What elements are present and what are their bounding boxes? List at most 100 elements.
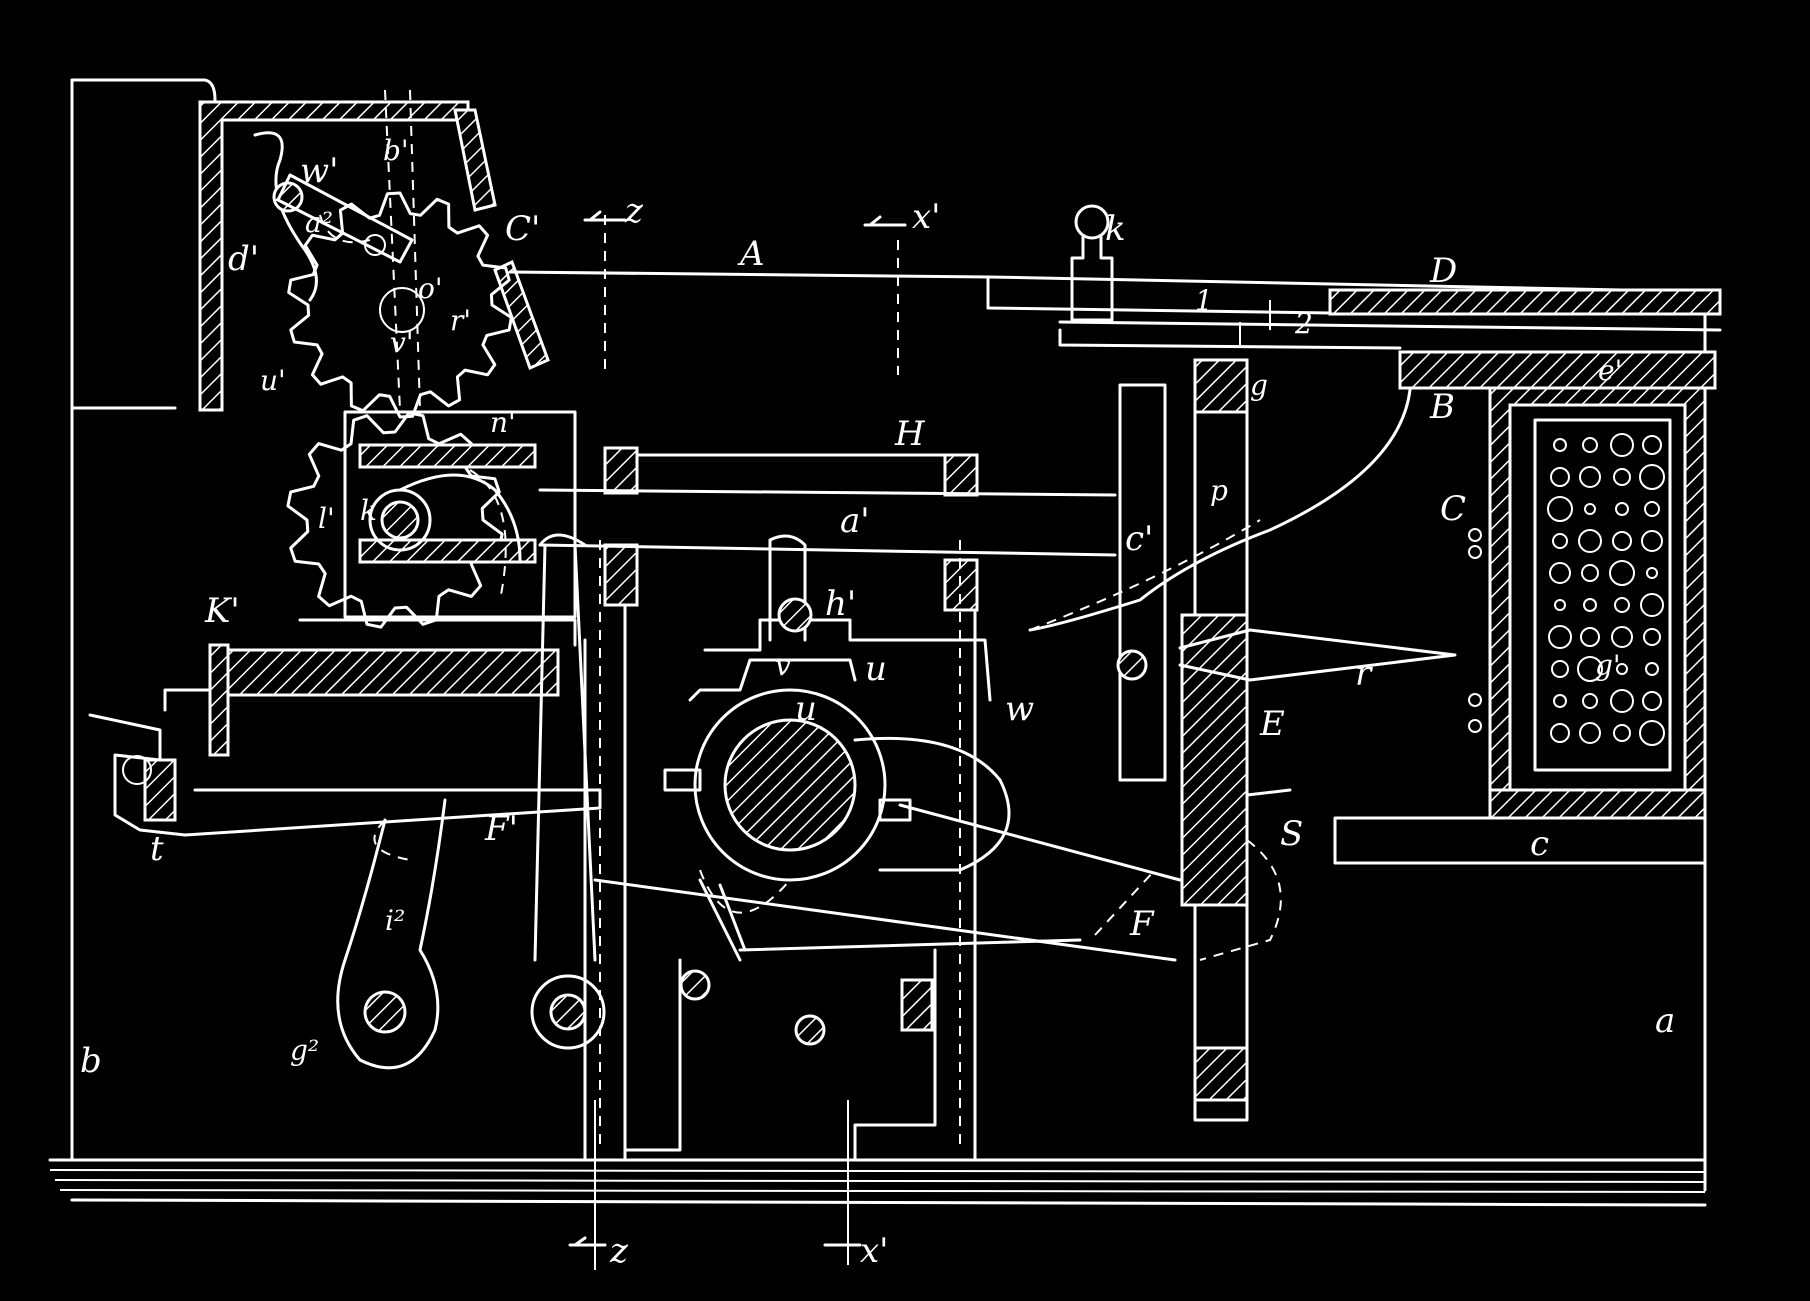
die-hole <box>1611 626 1633 648</box>
die-hole <box>1580 627 1600 647</box>
die-hole <box>1640 593 1664 617</box>
label-e: E <box>1259 704 1285 744</box>
label-r-prime: r' <box>450 304 471 337</box>
bar-e <box>1180 358 1292 1122</box>
label-t: t <box>150 829 164 869</box>
label-z-bottom: z <box>609 1231 629 1271</box>
die-hole <box>1583 598 1597 612</box>
label-d-prime: d' <box>228 239 259 279</box>
knob-k <box>1070 204 1114 322</box>
needle-p <box>1178 628 1457 682</box>
die-hole <box>1578 529 1602 553</box>
label-u2: u <box>795 689 817 729</box>
label-a2: a² <box>305 206 333 239</box>
die-hole <box>1551 660 1569 678</box>
label-r: r <box>1355 654 1373 694</box>
label-a-prime: a' <box>840 501 870 541</box>
die-hole <box>1646 567 1658 579</box>
die-hole <box>1553 438 1567 452</box>
label-s: S <box>1280 814 1303 854</box>
gear-housing <box>198 100 550 412</box>
die-hole <box>1613 724 1631 742</box>
die-box-c <box>1333 386 1707 865</box>
die-hole <box>1577 656 1603 682</box>
frame-h <box>538 446 1117 1162</box>
die-hole <box>1610 433 1634 457</box>
label-h: H <box>894 414 926 454</box>
label-b: B <box>1429 387 1455 427</box>
die-hole <box>1639 464 1665 490</box>
label-k-gear: k <box>360 494 377 527</box>
label-k: k <box>1105 209 1126 249</box>
die-hole <box>1550 467 1570 487</box>
label-b-prime: b' <box>383 134 409 167</box>
label-c-prime-top: C' <box>505 209 540 249</box>
label-x-prime-top: x' <box>912 197 941 237</box>
die-hole <box>1613 468 1631 486</box>
die-hole <box>1553 694 1567 708</box>
label-e-prime: e' <box>1598 354 1622 387</box>
die-hole <box>1550 723 1570 743</box>
lever-i2 <box>336 798 447 1070</box>
label-k-prime: K' <box>204 591 240 631</box>
linkage-t <box>88 713 602 837</box>
label-d: D <box>1429 251 1457 291</box>
die-hole <box>1549 562 1571 584</box>
die-hole <box>1643 628 1661 646</box>
die-hole <box>1548 625 1572 649</box>
label-one: 1 <box>1195 284 1213 317</box>
label-w: w <box>1005 689 1034 729</box>
label-g2: g² <box>290 1034 319 1067</box>
label-w-prime: w' <box>300 151 338 191</box>
label-c-prime: c' <box>1125 519 1153 559</box>
label-two: 2 <box>1294 307 1313 340</box>
label-h-prime: h' <box>825 584 856 624</box>
label-p: p <box>1210 474 1228 507</box>
label-n-prime: n' <box>490 406 516 439</box>
eccentric-g <box>663 534 1082 1046</box>
die-hole <box>1582 693 1598 709</box>
die-hole <box>1579 466 1601 488</box>
top-slide-bar <box>508 270 1722 390</box>
label-g: g <box>1250 369 1268 402</box>
die-holes <box>1547 433 1665 746</box>
label-a: A <box>737 234 765 274</box>
section-lines <box>568 210 907 1270</box>
die-hole <box>1642 435 1662 455</box>
upper-gear <box>276 89 513 419</box>
label-g-prime: g' <box>1595 649 1621 682</box>
die-hole <box>1610 689 1634 713</box>
plate-c-prime <box>1116 383 1167 782</box>
label-u-prime: u' <box>260 364 286 397</box>
base-plate <box>163 618 577 757</box>
die-hole <box>1554 599 1566 611</box>
rack-mechanism <box>286 410 577 629</box>
die-hole <box>1639 720 1665 746</box>
label-x-prime-bottom: x' <box>860 1231 889 1271</box>
die-hole <box>1547 496 1573 522</box>
label-c-lower: c <box>1530 824 1549 864</box>
drawing-labels: A D B C c E F F' H K' a b a' c' C' d' w'… <box>80 134 1675 1271</box>
die-hole <box>1612 531 1632 551</box>
die-hole <box>1609 560 1635 586</box>
label-v: v <box>775 649 791 682</box>
die-hole <box>1579 722 1601 744</box>
label-b-lower: b <box>80 1041 102 1081</box>
label-z-top: z <box>624 191 644 231</box>
label-i2: i² <box>385 904 405 937</box>
label-v-prime: v' <box>390 326 414 359</box>
curve-b <box>1028 388 1412 632</box>
label-f: F <box>1129 904 1155 944</box>
label-o-prime: o' <box>418 272 443 305</box>
label-l-prime: l' <box>318 502 335 535</box>
die-hole <box>1581 564 1599 582</box>
label-a-lower: a <box>1655 1001 1675 1041</box>
die-hole <box>1615 502 1629 516</box>
die-hole <box>1616 663 1628 675</box>
link-f <box>593 803 1182 962</box>
die-hole <box>1614 597 1630 613</box>
die-hole <box>1642 691 1662 711</box>
die-hole <box>1644 501 1660 517</box>
die-hole <box>1552 533 1568 549</box>
